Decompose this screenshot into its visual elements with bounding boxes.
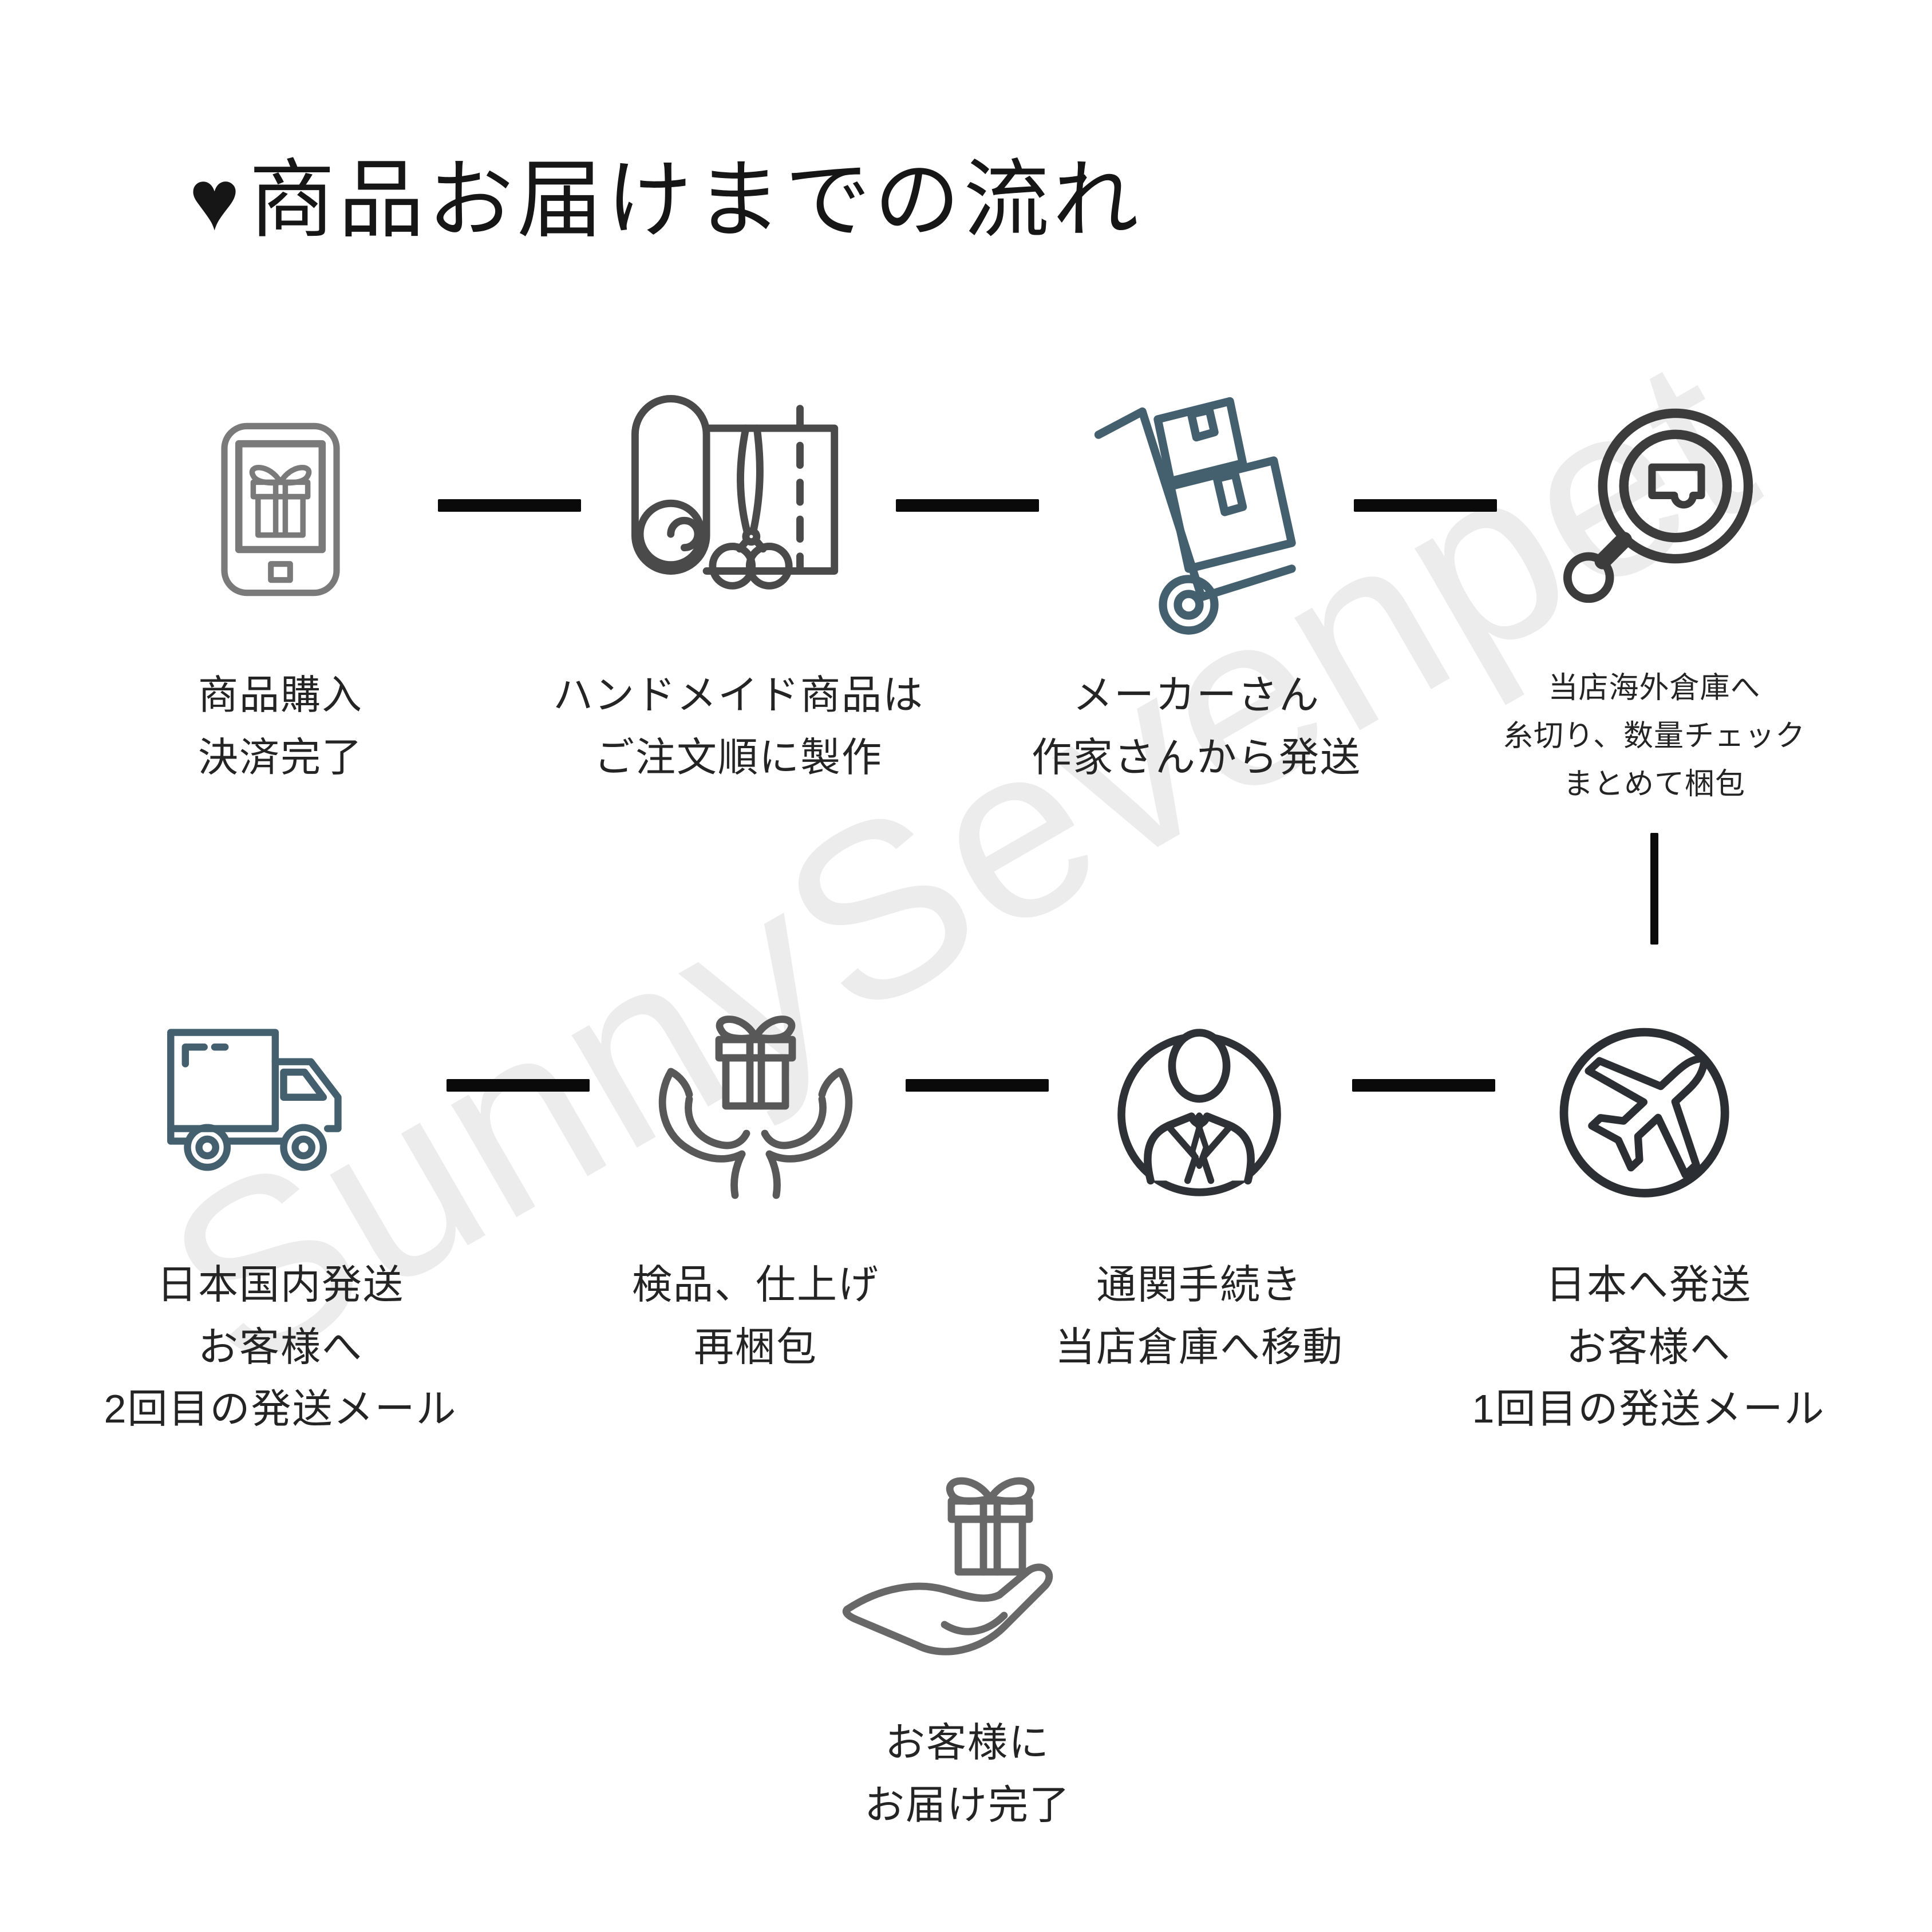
staff-person-icon: [1117, 1029, 1281, 1196]
step-customs-icon-box: [999, 967, 1400, 1254]
heart-icon: ♥: [189, 152, 244, 248]
label-line: 糸切り、数量チェック: [1503, 720, 1805, 753]
label-line: メーカーさん: [1073, 673, 1320, 717]
label-line: 当店海外倉庫へ: [1548, 671, 1761, 705]
step-maker-dispatch: メーカーさん 作家さんから発送: [996, 355, 1397, 788]
step-overseas-warehouse: 当店海外倉庫へ 糸切り、数量チェック まとめて梱包: [1454, 355, 1855, 809]
step-handmade-production: ハンドメイド商品は ご注文順に製作: [538, 355, 939, 788]
label-line: お客様へ: [198, 1324, 363, 1369]
label-line: 1回目の発送メール: [1472, 1386, 1826, 1431]
page-title-text: 商品お届けまでの流れ: [249, 152, 1143, 248]
label-line: 通関手続き: [1096, 1262, 1302, 1307]
label-line: 商品購入: [198, 673, 363, 717]
step-airfreight-icon-box: [1448, 967, 1849, 1254]
airplane-circle-icon: [1559, 1028, 1729, 1198]
step-complete-label: お客様に お届け完了: [767, 1712, 1168, 1836]
flow-connector-vertical: [1650, 833, 1658, 945]
step-inspection-icon-box: [555, 967, 956, 1254]
flow-connector: [438, 499, 581, 512]
step-airfreight-label: 日本へ発送 お客様へ 1回目の発送メール: [1448, 1254, 1849, 1440]
magnifier-package-icon: [1563, 408, 1753, 603]
label-line: 決済完了: [198, 734, 363, 780]
label-line: 検品、仕上げ: [632, 1262, 879, 1307]
step-purchase-label: 商品購入 決済完了: [80, 664, 481, 788]
step-japan-domestic-shipping: 日本国内発送 お客様へ 2回目の発送メール: [80, 967, 481, 1440]
step-handmade-label: ハンドメイド商品は ご注文順に製作: [538, 664, 939, 788]
label-line: ハンドメイド商品は: [553, 673, 924, 717]
fabric-scissors-icon: [631, 395, 839, 590]
delivery-truck-icon: [167, 1028, 342, 1171]
step-maker-label: メーカーさん 作家さんから発送: [996, 664, 1397, 788]
step-complete-icon-box: [767, 1460, 1168, 1712]
smartphone-gift-icon: [221, 422, 340, 596]
flow-connector: [447, 1079, 590, 1092]
label-line: 2回目の発送メール: [104, 1386, 457, 1431]
step-inspection-repacking: 検品、仕上げ 再梱包: [555, 967, 956, 1378]
label-line: ご注文順に製作: [594, 734, 883, 780]
label-line: お客様へ: [1566, 1324, 1731, 1369]
step-delivery-complete: お客様に お届け完了: [767, 1460, 1168, 1836]
label-line: 再梱包: [694, 1324, 817, 1369]
label-line: まとめて梱包: [1563, 768, 1745, 801]
step-warehouse-icon-box: [1454, 355, 1855, 664]
hand-presenting-gift-icon: [842, 1477, 1053, 1656]
flow-connector: [1352, 1079, 1495, 1092]
label-line: お客様に: [885, 1720, 1050, 1765]
step-shipping-to-japan: 日本へ発送 お客様へ 1回目の発送メール: [1448, 967, 1849, 1440]
page-title: ♥商品お届けまでの流れ: [189, 142, 1142, 258]
hands-holding-gift-icon: [658, 1016, 853, 1199]
step-purchase: 商品購入 決済完了: [80, 355, 481, 788]
step-warehouse-label: 当店海外倉庫へ 糸切り、数量チェック まとめて梱包: [1454, 664, 1855, 809]
label-line: お届け完了: [864, 1782, 1070, 1827]
handtruck-boxes-icon: [1094, 397, 1296, 635]
step-handmade-icon-box: [538, 355, 939, 664]
step-customs-clearance: 通関手続き 当店倉庫へ移動: [999, 967, 1400, 1378]
label-line: 日本へ発送: [1546, 1262, 1752, 1307]
step-inspection-label: 検品、仕上げ 再梱包: [555, 1254, 956, 1378]
step-maker-icon-box: [996, 355, 1397, 664]
flow-connector: [1354, 499, 1497, 512]
label-line: 作家さんから発送: [1032, 734, 1361, 780]
step-purchase-icon-box: [80, 355, 481, 664]
flow-connector: [906, 1079, 1049, 1092]
flow-connector: [896, 499, 1039, 512]
label-line: 日本国内発送: [157, 1262, 404, 1307]
label-line: 当店倉庫へ移動: [1055, 1324, 1344, 1369]
step-domestic-icon-box: [80, 967, 481, 1254]
step-domestic-label: 日本国内発送 お客様へ 2回目の発送メール: [80, 1254, 481, 1440]
step-customs-label: 通関手続き 当店倉庫へ移動: [999, 1254, 1400, 1378]
